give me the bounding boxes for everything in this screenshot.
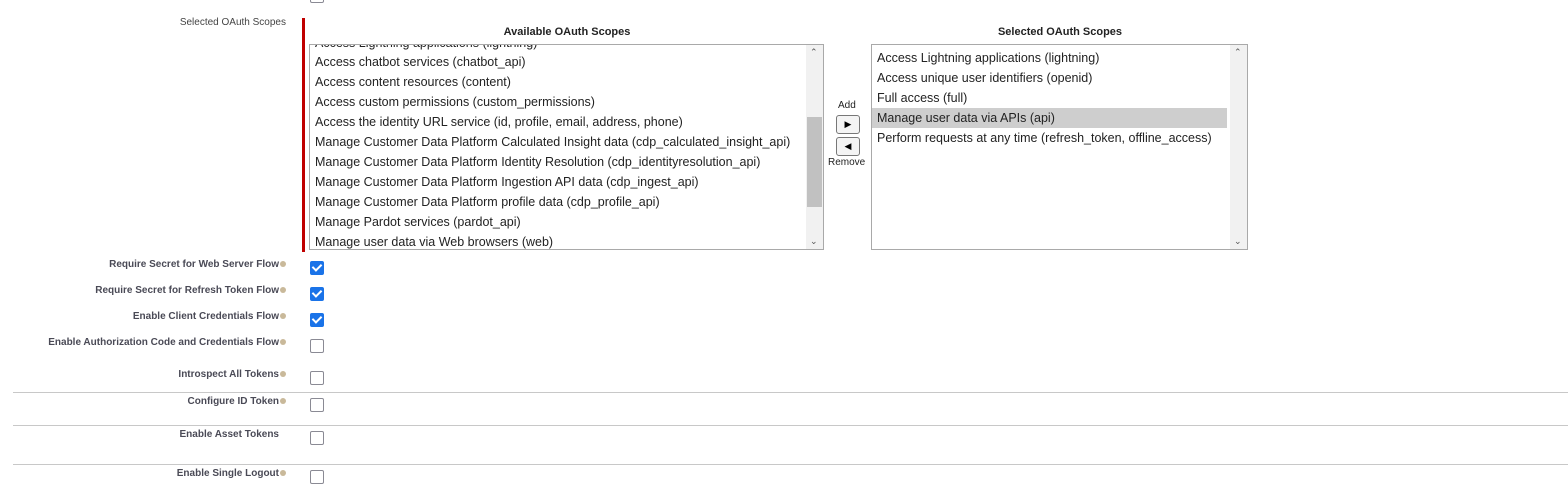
divider [13, 464, 1568, 465]
option-label-text: Require Secret for Refresh Token Flow [95, 285, 279, 296]
available-scopes-header: Available OAuth Scopes [503, 26, 631, 38]
option-label: Enable Asset Tokens [180, 429, 286, 440]
option-label: Require Secret for Refresh Token Flow [95, 285, 286, 296]
option-checkbox[interactable] [310, 398, 324, 412]
help-icon[interactable] [280, 287, 286, 294]
help-icon[interactable] [280, 371, 286, 378]
option-label-text: Enable Single Logout [176, 468, 279, 479]
available-scope-option[interactable]: Access chatbot services (chatbot_api) [315, 55, 526, 69]
remove-button[interactable]: ◀ [836, 137, 860, 156]
partial-option[interactable]: Access Lightning applications (lightning… [315, 45, 537, 53]
available-scope-option[interactable]: Manage user data via Web browsers (web) [315, 235, 554, 249]
scroll-down-icon[interactable]: ⌄ [1234, 236, 1242, 246]
divider [13, 392, 1568, 393]
option-checkbox[interactable] [310, 313, 324, 327]
help-icon[interactable] [280, 313, 286, 320]
available-scope-option[interactable]: Access content resources (content) [315, 75, 511, 89]
available-scopes-list[interactable]: Access Lightning applications (lightning… [309, 44, 824, 250]
option-label-text: Require Secret for Web Server Flow [109, 259, 279, 270]
option-label: Enable Client Credentials Flow [133, 311, 286, 322]
option-checkbox[interactable] [310, 431, 324, 445]
help-icon[interactable] [280, 470, 286, 477]
available-scope-option[interactable]: Manage Customer Data Platform Identity R… [315, 155, 761, 169]
option-label: Enable Authorization Code and Credential… [48, 337, 286, 348]
available-scope-option[interactable]: Access the identity URL service (id, pro… [315, 115, 683, 129]
selected-scope-option[interactable]: Access Lightning applications (lightning… [877, 51, 1100, 65]
option-label: Enable Single Logout [177, 468, 286, 479]
scroll-thumb[interactable] [807, 117, 822, 207]
selected-scope-option[interactable]: Access unique user identifiers (openid) [877, 71, 1093, 85]
selected-scrollbar[interactable]: ⌃ ⌄ [1230, 45, 1247, 249]
scroll-up-icon[interactable]: ⌃ [1234, 47, 1242, 57]
add-label: Add [838, 100, 856, 111]
available-scope-option[interactable]: Manage Customer Data Platform profile da… [315, 195, 660, 209]
scopes-field-label: Selected OAuth Scopes [179, 17, 286, 28]
required-indicator [302, 18, 305, 252]
available-scope-option[interactable]: Manage Customer Data Platform Calculated… [315, 135, 791, 149]
selected-scopes-list[interactable]: Access Lightning applications (lightning… [871, 44, 1248, 250]
option-label: Configure ID Token [188, 396, 286, 407]
option-label: Require Secret for Web Server Flow [109, 259, 286, 270]
arrow-left-icon: ◀ [844, 141, 852, 151]
selected-scope-option[interactable]: Full access (full) [877, 91, 968, 105]
option-checkbox[interactable] [310, 287, 324, 301]
available-scope-option[interactable]: Access custom permissions (custom_permis… [315, 95, 595, 109]
available-scope-option[interactable]: Manage Customer Data Platform Ingestion … [315, 175, 699, 189]
available-scrollbar[interactable]: ⌃ ⌄ [806, 45, 823, 249]
help-icon[interactable] [280, 339, 286, 346]
help-icon[interactable] [280, 261, 286, 268]
selected-scopes-header: Selected OAuth Scopes [997, 26, 1123, 38]
option-label: Introspect All Tokens [178, 369, 286, 380]
scroll-up-icon[interactable]: ⌃ [810, 47, 818, 57]
option-label-text: Enable Authorization Code and Credential… [48, 337, 279, 348]
option-label-text: Introspect All Tokens [178, 369, 279, 380]
help-icon[interactable] [280, 398, 286, 405]
option-label-text: Enable Client Credentials Flow [132, 311, 279, 322]
option-checkbox[interactable] [310, 261, 324, 275]
option-label-text: Enable Asset Tokens [179, 429, 279, 440]
add-button[interactable]: ▶ [836, 115, 860, 134]
divider [13, 425, 1568, 426]
scroll-down-icon[interactable]: ⌄ [810, 236, 818, 246]
available-scope-option[interactable]: Manage Pardot services (pardot_api) [315, 215, 521, 229]
remove-label: Remove [828, 157, 866, 168]
checkbox-partial-top[interactable] [310, 0, 324, 3]
arrow-right-icon: ▶ [844, 119, 852, 129]
option-label-text: Configure ID Token [187, 396, 279, 407]
selected-scope-option[interactable]: Perform requests at any time (refresh_to… [877, 131, 1212, 145]
option-checkbox[interactable] [310, 371, 324, 385]
selected-scope-option[interactable]: Manage user data via APIs (api) [872, 108, 1227, 128]
option-checkbox[interactable] [310, 339, 324, 353]
option-checkbox[interactable] [310, 470, 324, 484]
